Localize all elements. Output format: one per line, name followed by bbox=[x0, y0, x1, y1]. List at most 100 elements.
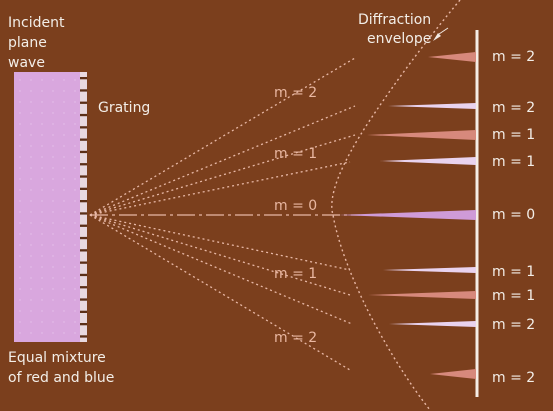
grating-slit bbox=[80, 310, 87, 313]
wave-dot bbox=[41, 233, 43, 235]
wave-dot bbox=[30, 211, 32, 213]
wave-dot bbox=[19, 310, 21, 312]
wave-dot bbox=[52, 255, 54, 257]
ray-order-label: m = 2 bbox=[274, 330, 317, 346]
screen-order-label: m = 1 bbox=[492, 127, 535, 143]
wave-dot bbox=[41, 332, 43, 334]
wave-dot bbox=[19, 222, 21, 224]
wave-dot bbox=[41, 321, 43, 323]
wave-dot bbox=[30, 332, 32, 334]
wave-dot bbox=[19, 244, 21, 246]
wave-dot bbox=[63, 211, 65, 213]
screen-order-label: m = 1 bbox=[492, 154, 535, 170]
wave-dot bbox=[63, 244, 65, 246]
wave-dot bbox=[41, 211, 43, 213]
wave-dot bbox=[30, 145, 32, 147]
wave-dot bbox=[52, 90, 54, 92]
wave-dot bbox=[41, 156, 43, 158]
wave-dot bbox=[52, 123, 54, 125]
wave-dot bbox=[63, 310, 65, 312]
wave-dot bbox=[30, 90, 32, 92]
screen-peak bbox=[338, 210, 476, 220]
wave-dot bbox=[19, 299, 21, 301]
wave-dot bbox=[19, 101, 21, 103]
wave-dot bbox=[63, 112, 65, 114]
wave-dot bbox=[74, 299, 76, 301]
screen-peak bbox=[368, 291, 476, 299]
ray-order-label: m = 2 bbox=[274, 85, 317, 101]
wave-dot bbox=[63, 189, 65, 191]
envelope-label-line1: Diffraction bbox=[358, 12, 431, 28]
wave-dot bbox=[74, 321, 76, 323]
screen-order-label: m = 1 bbox=[492, 288, 535, 304]
wave-dot bbox=[19, 167, 21, 169]
wave-dot bbox=[30, 167, 32, 169]
mixture-label-line1: Equal mixture bbox=[8, 350, 106, 366]
wave-dot bbox=[19, 211, 21, 213]
wave-dot bbox=[74, 79, 76, 81]
grating-slit bbox=[80, 236, 87, 240]
wave-dot bbox=[30, 233, 32, 235]
diffraction-ray bbox=[89, 214, 351, 296]
screen-peak bbox=[367, 130, 476, 140]
wave-texture bbox=[19, 79, 76, 334]
wave-dot bbox=[30, 189, 32, 191]
wave-dot bbox=[63, 134, 65, 136]
wave-dot bbox=[52, 189, 54, 191]
grating-slit bbox=[80, 113, 87, 117]
wave-dot bbox=[52, 244, 54, 246]
wave-dot bbox=[41, 310, 43, 312]
wave-dot bbox=[41, 244, 43, 246]
wave-dot bbox=[74, 200, 76, 202]
wave-dot bbox=[74, 112, 76, 114]
grating-slit bbox=[80, 77, 87, 80]
grating-slit bbox=[80, 101, 87, 104]
wave-dot bbox=[63, 145, 65, 147]
wave-dot bbox=[63, 277, 65, 279]
grating-slit bbox=[80, 138, 87, 141]
ray-order-label: m = 1 bbox=[274, 146, 317, 162]
incident-label-line3: wave bbox=[8, 55, 45, 71]
wave-dot bbox=[63, 178, 65, 180]
screen-peak bbox=[383, 267, 476, 273]
diffraction-ray bbox=[89, 57, 356, 216]
wave-dot bbox=[52, 299, 54, 301]
ray-order-label: m = 0 bbox=[274, 198, 317, 214]
wave-dot bbox=[19, 178, 21, 180]
wave-dot bbox=[74, 90, 76, 92]
screen-peak bbox=[388, 103, 476, 109]
wave-dot bbox=[74, 123, 76, 125]
grating-slit bbox=[80, 224, 87, 227]
grating-slit bbox=[80, 286, 87, 289]
grating-slit bbox=[80, 298, 87, 301]
mixture-label-line2: of red and blue bbox=[8, 370, 114, 386]
screen-order-label: m = 2 bbox=[492, 49, 535, 65]
wave-dot bbox=[63, 255, 65, 257]
wave-dot bbox=[63, 233, 65, 235]
wave-dot bbox=[74, 156, 76, 158]
wave-dot bbox=[41, 101, 43, 103]
diffraction-rays bbox=[89, 57, 360, 371]
grating-slit bbox=[80, 89, 87, 92]
wave-dot bbox=[52, 288, 54, 290]
grating-slit bbox=[80, 261, 87, 264]
screen-peak bbox=[380, 157, 476, 165]
envelope-label-line2: envelope bbox=[367, 31, 431, 47]
wave-dot bbox=[63, 123, 65, 125]
wave-dot bbox=[41, 255, 43, 257]
wave-dot bbox=[30, 277, 32, 279]
wave-dot bbox=[63, 299, 65, 301]
wave-dot bbox=[41, 112, 43, 114]
wave-dot bbox=[30, 112, 32, 114]
wave-dot bbox=[52, 101, 54, 103]
grating-slit bbox=[80, 187, 87, 190]
ray-order-label: m = 1 bbox=[274, 266, 317, 282]
wave-dot bbox=[74, 277, 76, 279]
grating-slit bbox=[80, 175, 87, 178]
wave-dot bbox=[52, 167, 54, 169]
wave-dot bbox=[74, 233, 76, 235]
envelope-pointer-line bbox=[438, 27, 449, 35]
wave-dot bbox=[19, 288, 21, 290]
wave-dot bbox=[30, 255, 32, 257]
